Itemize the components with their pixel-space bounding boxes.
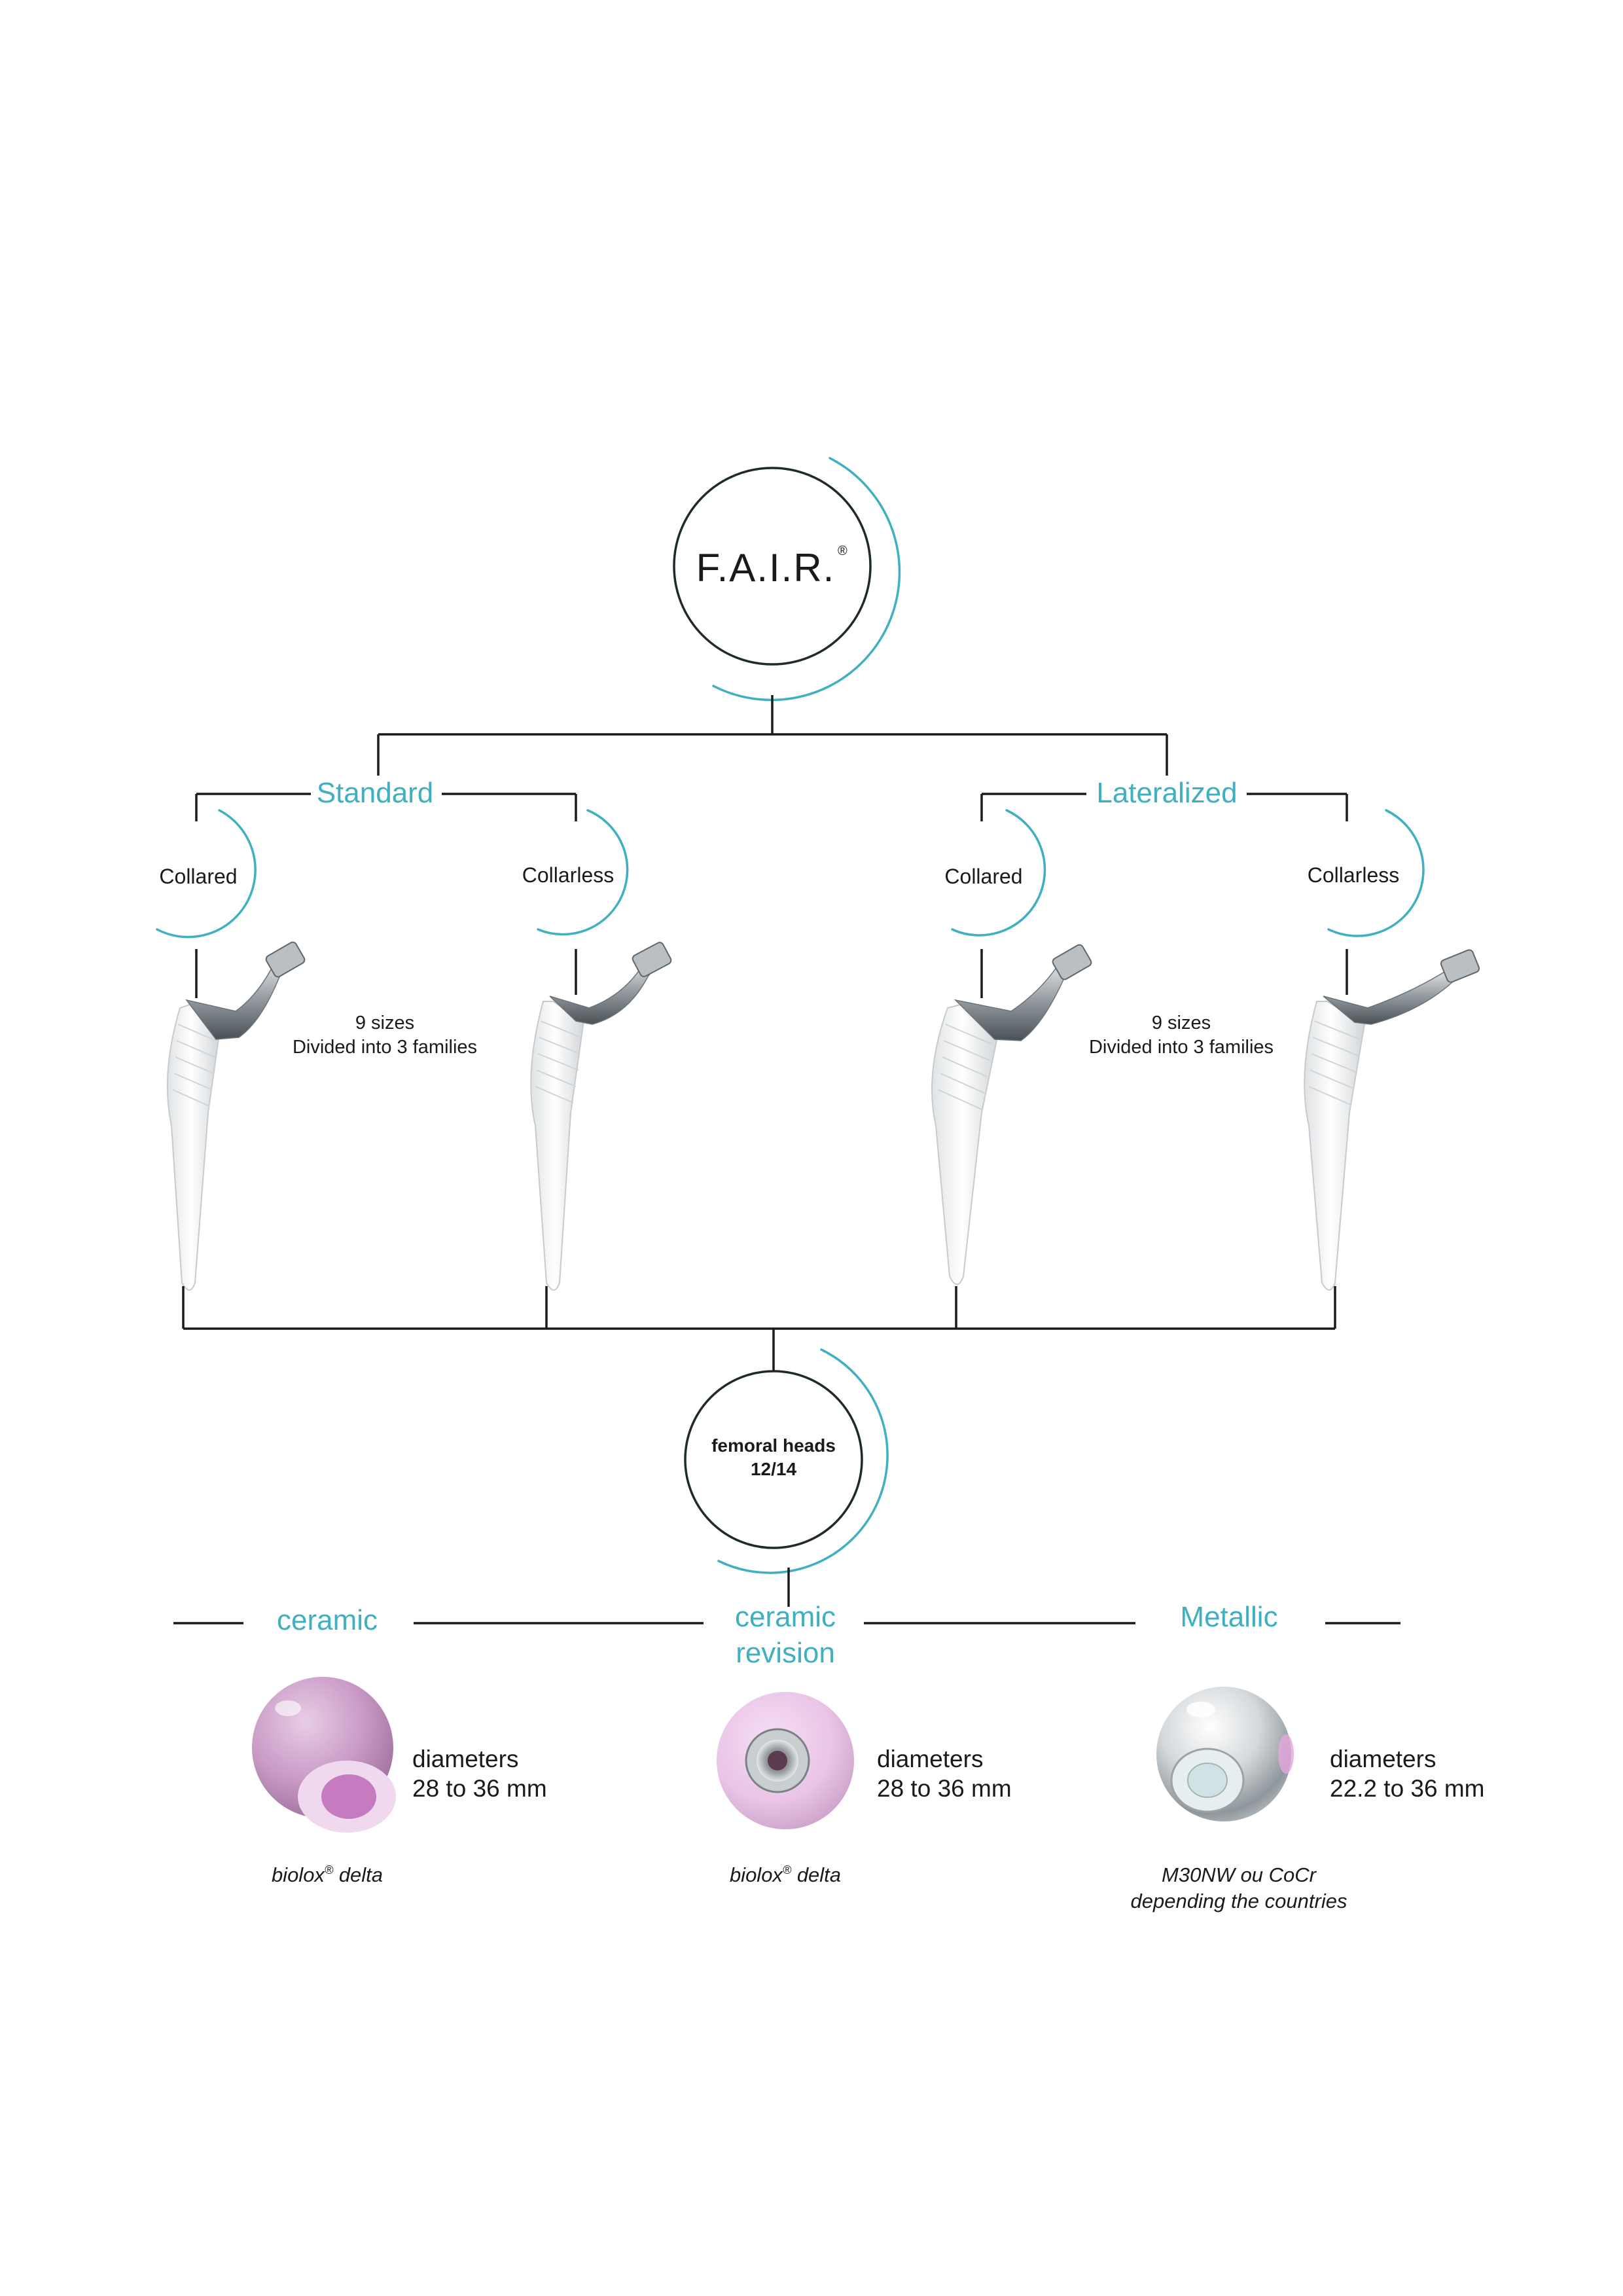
- variant-standard-collared: Collared: [156, 809, 257, 998]
- femoral-stem-illustration: [931, 944, 1092, 1285]
- stems-connectors: [182, 1286, 1336, 1374]
- root-connectors: [377, 695, 1168, 776]
- variant-lateralized-collared: Collared: [944, 809, 1046, 998]
- heads-circle: [684, 1370, 863, 1549]
- variant-accent-arc: [537, 809, 629, 936]
- head-type-label-metallic: Metallic: [1180, 1601, 1277, 1633]
- family-label-lateralized: Lateralized: [1096, 777, 1237, 809]
- femoral-heads-node: femoral heads 12/14: [684, 1348, 889, 1607]
- head-spec-revision: diameters 28 to 36 mm biolox® delta: [730, 1746, 1012, 1886]
- diameter-range: 22.2 to 36 mm: [1330, 1775, 1485, 1802]
- diameter-range: 28 to 36 mm: [412, 1775, 547, 1802]
- sizes-families: Divided into 3 families: [293, 1037, 477, 1058]
- head-spec-ceramic: diameters 28 to 36 mm biolox® delta: [272, 1746, 547, 1886]
- root-registered-mark: ®: [838, 544, 847, 558]
- variant-standard-collarless: Collarless: [522, 809, 629, 995]
- head-spec-metallic: diameters 22.2 to 36 mm M30NW ou CoCr de…: [1131, 1746, 1485, 1912]
- material-label: M30NW ou CoCr: [1162, 1863, 1317, 1886]
- family-label-standard: Standard: [317, 777, 434, 809]
- heads-accent-arc: [717, 1348, 889, 1574]
- family-standard: Standard: [195, 777, 577, 821]
- diameter-range: 28 to 36 mm: [877, 1775, 1012, 1802]
- heads-title: femoral heads: [711, 1435, 836, 1456]
- sizes-families: Divided into 3 families: [1089, 1037, 1274, 1058]
- variant-label: Collared: [159, 865, 237, 888]
- material-note: depending the countries: [1131, 1890, 1347, 1912]
- head-type-label-ceramic: ceramic: [277, 1604, 378, 1636]
- femoral-stem-illustration: [166, 941, 306, 1291]
- head-types-row: ceramic ceramic revision Metallic: [173, 1601, 1400, 1669]
- sizes-count: 9 sizes: [1152, 1013, 1211, 1033]
- variant-accent-arc: [1327, 809, 1425, 937]
- root-node: F.A.I.R. ®: [673, 457, 901, 702]
- metallic-head-illustration: [1156, 1687, 1294, 1821]
- ceramic-revision-head-illustration: [717, 1692, 854, 1829]
- head-type-label-revision: ceramic: [735, 1601, 836, 1633]
- material-label: biolox® delta: [272, 1863, 383, 1886]
- variant-accent-arc: [156, 809, 257, 939]
- material-label: biolox® delta: [730, 1863, 841, 1886]
- diameter-label: diameters: [412, 1746, 518, 1772]
- ceramic-head-illustration: [252, 1677, 396, 1833]
- heads-taper: 12/14: [751, 1459, 796, 1479]
- family-lateralized: Lateralized: [980, 777, 1348, 821]
- head-type-label-revision-line2: revision: [736, 1637, 835, 1669]
- variant-accent-arc: [951, 809, 1046, 937]
- variant-lateralized-collarless: Collarless: [1308, 809, 1425, 995]
- diameter-label: diameters: [1330, 1746, 1436, 1772]
- root-title: F.A.I.R.: [696, 546, 836, 590]
- sizes-note-standard: 9 sizes Divided into 3 families: [293, 1013, 477, 1058]
- femoral-stem-illustration: [1304, 949, 1480, 1291]
- diameter-label: diameters: [877, 1746, 983, 1772]
- variant-label: Collarless: [522, 863, 614, 887]
- variant-label: Collared: [944, 865, 1022, 888]
- sizes-count: 9 sizes: [355, 1013, 414, 1033]
- femoral-stem-illustration: [530, 942, 672, 1291]
- sizes-note-lateralized: 9 sizes Divided into 3 families: [1089, 1013, 1274, 1058]
- variant-label: Collarless: [1308, 863, 1399, 887]
- root-circle: [673, 467, 872, 666]
